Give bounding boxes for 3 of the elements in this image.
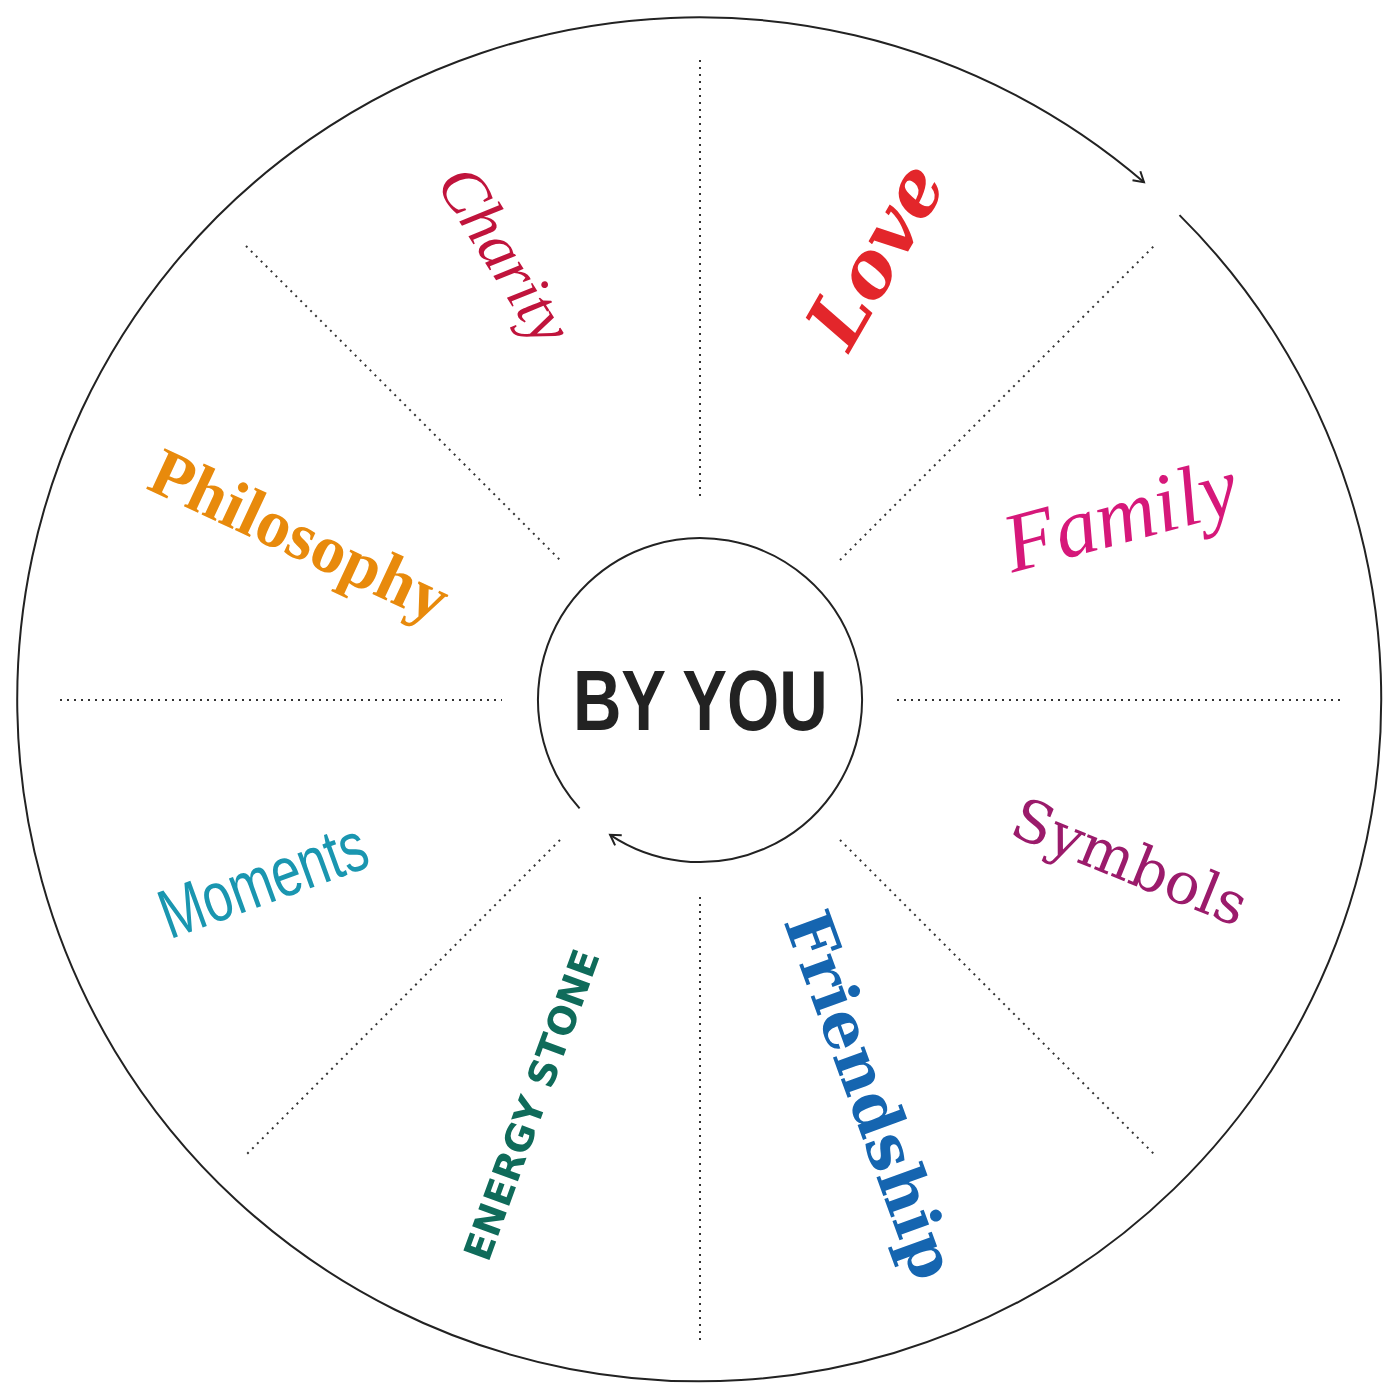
center-label: BY YOU [572,650,828,750]
sector-label: Moments [149,810,377,950]
sector-label: Family [994,443,1246,587]
